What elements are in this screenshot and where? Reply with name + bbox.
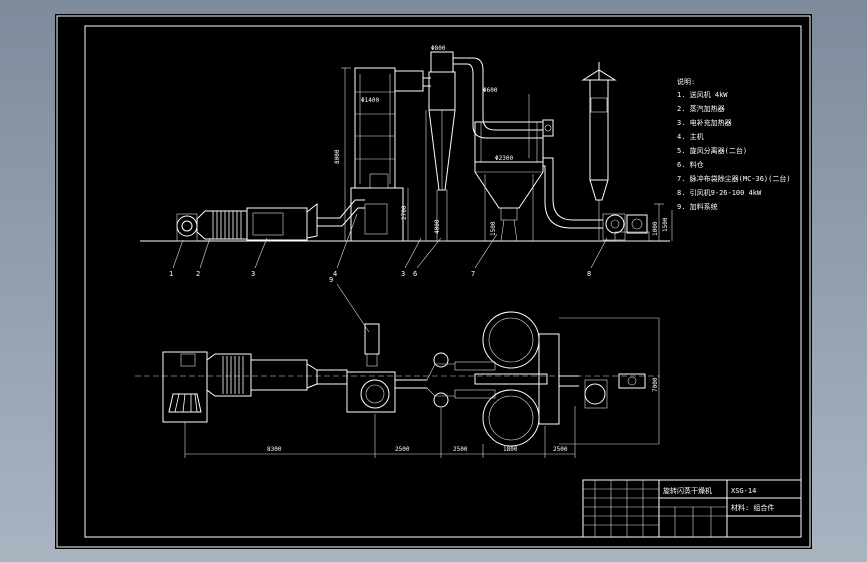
steam-heater <box>196 210 248 240</box>
callout-1: 1 <box>169 270 173 278</box>
dim-plan-5: 2500 <box>553 446 568 453</box>
outer-frame <box>56 15 811 548</box>
drawing-code: XSG-14 <box>731 487 756 495</box>
dim-filter-diameter: Φ2300 <box>495 155 513 162</box>
dim-dryer-diameter: Φ1400 <box>361 97 379 104</box>
dim-base-height: 2700 <box>401 205 408 220</box>
dim-dryer-height: 8000 <box>334 149 341 164</box>
callout-2: 2 <box>196 270 200 278</box>
legend-item-7: 7. 脉冲布袋除尘器(MC-36)(二台) <box>677 174 791 183</box>
bag-filter <box>474 94 554 242</box>
dim-motor-height: 1000 <box>652 221 659 236</box>
legend-notes: 说明: 1. 送风机 4kW 2. 蒸汽加热器 3. 电补充加热器 4. 主机 … <box>677 77 791 211</box>
drawing-material: 材料: 组合件 <box>731 503 774 512</box>
callout-4: 4 <box>333 270 337 278</box>
legend-item-1: 1. 送风机 4kW <box>677 90 728 99</box>
dim-hopper-height: 1500 <box>490 221 497 236</box>
dim-plan-1: 8300 <box>267 446 282 453</box>
drawing-title: 旋转闪蒸干燥机 <box>663 486 712 495</box>
legend-item-3: 3. 电补充加热器 <box>677 118 732 127</box>
drawing-sheet: Φ1400 Φ800 Φ600 Φ2300 8000 4000 2700 150… <box>55 14 812 549</box>
elevation-leaders <box>172 213 608 269</box>
cyclone-separator <box>422 51 543 242</box>
induced-draft-fan <box>602 203 673 242</box>
callout-6: 6 <box>413 270 417 278</box>
callout-3b: 3 <box>401 270 405 278</box>
electric-heater <box>246 199 365 241</box>
elevation-view <box>140 51 673 269</box>
legend-item-5: 5. 旋风分离器(二台) <box>677 146 747 155</box>
cad-drawing: Φ1400 Φ800 Φ600 Φ2300 8000 4000 2700 150… <box>56 15 811 548</box>
dim-outlet-diameter: Φ600 <box>483 87 498 94</box>
dim-plan-side: 7000 <box>652 377 659 392</box>
legend-item-2: 2. 蒸汽加热器 <box>677 104 725 113</box>
dim-cyclone-height: 4000 <box>434 219 441 234</box>
dim-fan-height: 1500 <box>662 217 669 232</box>
callout-7: 7 <box>471 270 475 278</box>
title-block <box>582 479 802 538</box>
legend-title: 说明: <box>677 77 695 86</box>
dim-plan-3: 2500 <box>453 446 468 453</box>
dim-duct-diameter: Φ800 <box>431 45 446 52</box>
callout-3: 3 <box>251 270 255 278</box>
main-dryer <box>341 67 431 242</box>
legend-item-8: 8. 引风机9-26-100 4kW <box>677 188 762 197</box>
exhaust-duct <box>543 157 603 221</box>
chimney-stack <box>581 62 617 240</box>
plan-view <box>135 283 660 458</box>
dim-plan-4: 1800 <box>503 446 518 453</box>
legend-item-9: 9. 加料系统 <box>677 202 718 211</box>
callout-9: 9 <box>329 276 333 284</box>
dim-plan-2: 2500 <box>395 446 410 453</box>
legend-item-6: 6. 料仓 <box>677 160 704 169</box>
inner-frame <box>84 25 802 538</box>
legend-item-4: 4. 主机 <box>677 132 704 141</box>
callout-8: 8 <box>587 270 591 278</box>
blower-fan <box>176 213 198 242</box>
